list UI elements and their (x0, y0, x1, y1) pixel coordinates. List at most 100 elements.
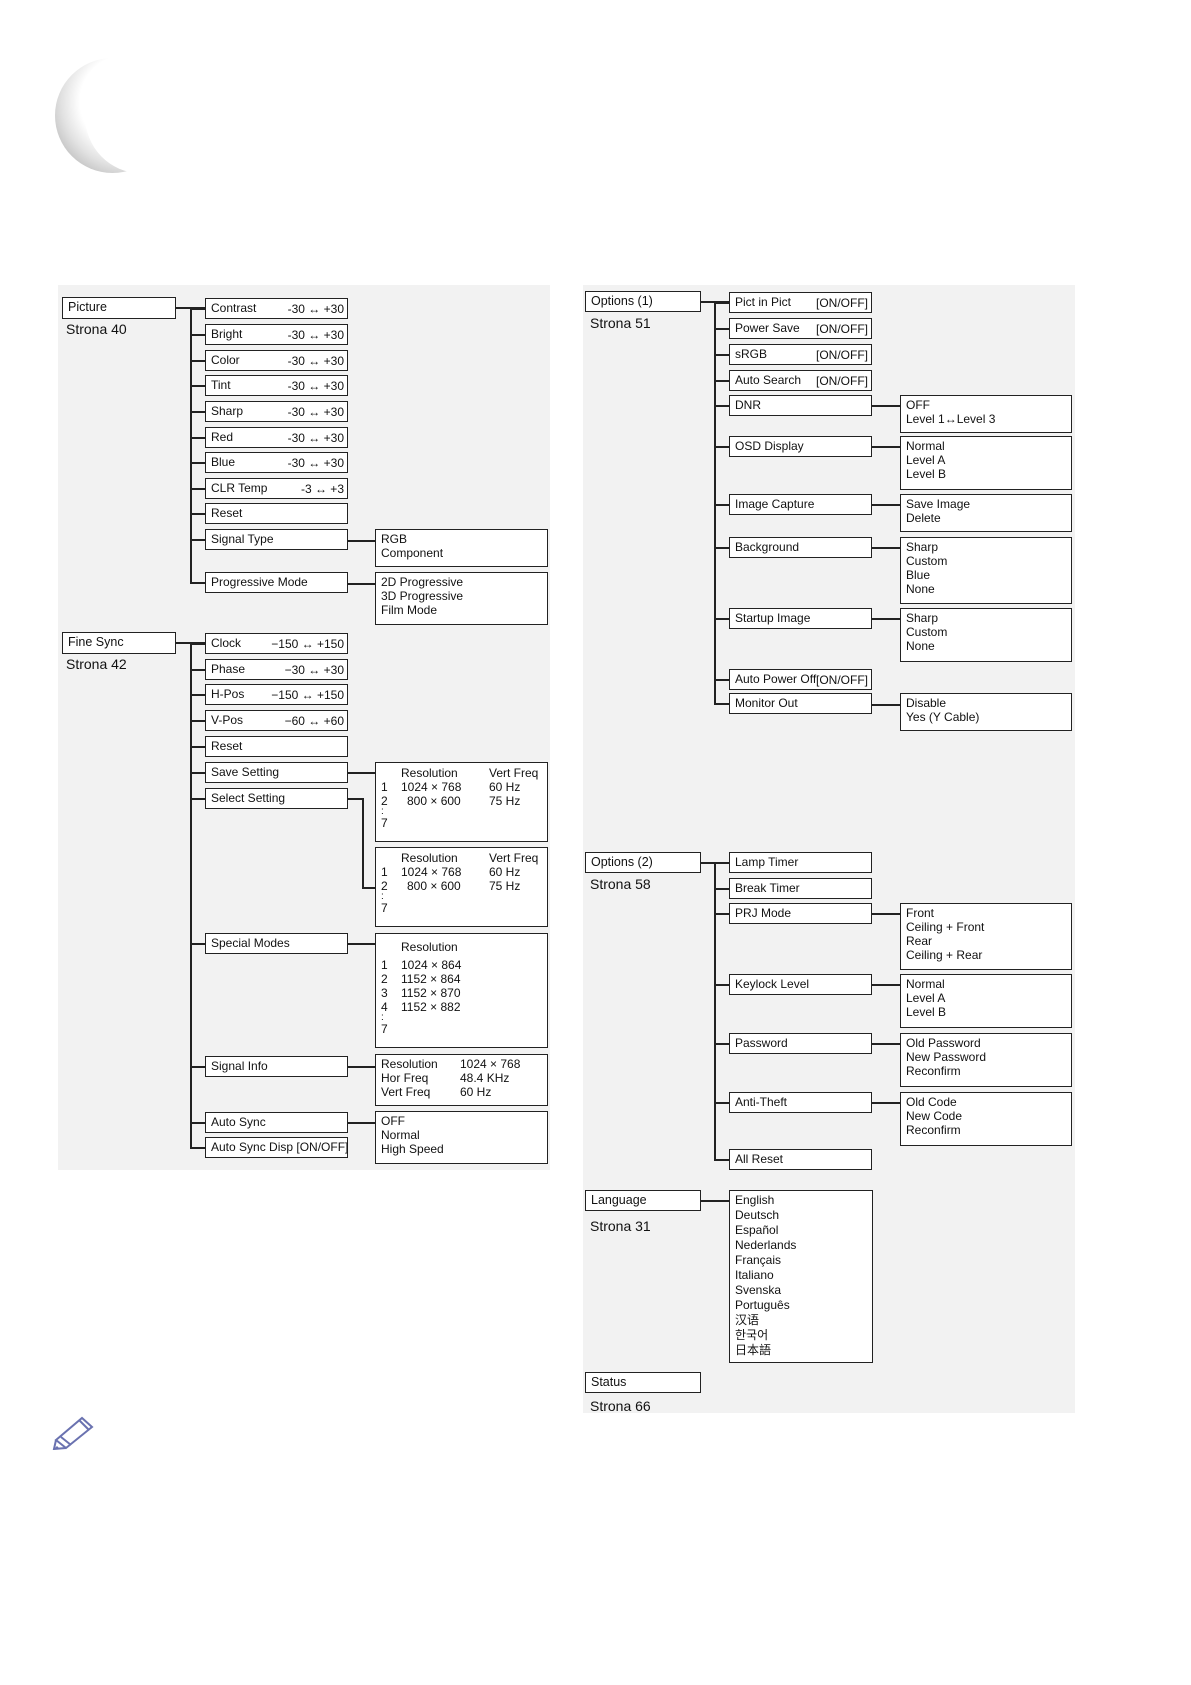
fine-sync-item-value: −30 ↔ +30 (284, 663, 344, 677)
picture-item-value: -30 ↔ +30 (287, 379, 344, 393)
connector-line (362, 798, 364, 887)
picture-item-1[interactable]: Bright-30 ↔ +30 (205, 324, 348, 345)
connector-line (714, 504, 729, 506)
fine-sync-item-6[interactable]: Select Setting (205, 788, 348, 809)
connector-line (701, 1200, 729, 1202)
picture-item-label: Red (211, 430, 234, 444)
connector-line (348, 798, 362, 800)
fine-sync-menu-header: Fine Sync (62, 632, 176, 654)
connector-line (872, 405, 900, 407)
options2-item-label: PRJ Mode (735, 906, 792, 920)
fine-sync-item-4[interactable]: Reset (205, 736, 348, 757)
options1-item-1[interactable]: Power Save[ON/OFF] (729, 318, 872, 339)
connector-line (190, 669, 205, 671)
options1-item-label: OSD Display (735, 439, 804, 453)
picture-item-3[interactable]: Tint -30 ↔ +30 (205, 375, 348, 396)
options1-item-6[interactable]: Image Capture (729, 494, 872, 515)
fine-sync-item-label: Save Setting (211, 765, 280, 779)
options1-item-label: Pict in Pict (735, 295, 792, 309)
connector-line (190, 385, 205, 387)
options1-item-2[interactable]: sRGB[ON/OFF] (729, 344, 872, 365)
options1-item-10[interactable]: Monitor Out (729, 693, 872, 714)
fine-sync-item-label: H-Pos (211, 687, 245, 701)
connector-line (190, 582, 205, 584)
options2-item-3[interactable]: Keylock Level (729, 974, 872, 995)
fine-sync-page-ref: Strona 42 (66, 656, 127, 672)
signal-type-options: RGB Component (375, 529, 548, 567)
fine-sync-item-2[interactable]: H-Pos−150 ↔ +150 (205, 684, 348, 705)
options1-item-3[interactable]: Auto Search[ON/OFF] (729, 370, 872, 391)
options2-item-6[interactable]: All Reset (729, 1149, 872, 1170)
connector-line (190, 1122, 205, 1124)
fine-sync-item-3[interactable]: V-Pos−60 ↔ +60 (205, 710, 348, 731)
connector-line (872, 547, 900, 549)
options2-item-label: Lamp Timer (735, 855, 799, 869)
picture-item-10[interactable]: Progressive Mode (205, 572, 348, 593)
fine-sync-item-10[interactable]: Auto Sync Disp [ON/OFF] (205, 1137, 348, 1158)
fine-sync-item-label: Select Setting (211, 791, 286, 805)
options2-item-label: Password (735, 1036, 788, 1050)
options1-item-label: Power Save (735, 321, 800, 335)
options2-item-5[interactable]: Anti-Theft (729, 1092, 872, 1113)
fine-sync-item-5[interactable]: Save Setting (205, 762, 348, 783)
options1-item-0[interactable]: Pict in Pict [ON/OFF] (729, 292, 872, 313)
fine-sync-item-label: Clock (211, 636, 242, 650)
picture-item-label: Signal Type (211, 532, 274, 546)
fine-sync-item-8[interactable]: Signal Info (205, 1056, 348, 1077)
picture-item-6[interactable]: Blue-30 ↔ +30 (205, 452, 348, 473)
picture-item-label: Tint (211, 378, 231, 392)
picture-item-9[interactable]: Signal Type (205, 529, 348, 550)
connector-line (190, 643, 205, 645)
options1-item-9[interactable]: Auto Power Off[ON/OFF] (729, 669, 872, 690)
picture-item-5[interactable]: Red-30 ↔ +30 (205, 427, 348, 448)
connector-line (714, 446, 729, 448)
picture-item-2[interactable]: Color-30 ↔ +30 (205, 350, 348, 371)
language-option: Português (735, 1298, 790, 1312)
connector-line (348, 540, 375, 542)
connector-line (714, 1159, 729, 1161)
picture-item-7[interactable]: CLR Temp-3 ↔ +3 (205, 478, 348, 499)
picture-item-label: Color (211, 353, 240, 367)
connector-line (714, 328, 729, 330)
connector-line (714, 679, 729, 681)
options1-item-4[interactable]: DNR (729, 395, 872, 416)
fine-sync-item-9[interactable]: Auto Sync (205, 1112, 348, 1133)
options2-item-2[interactable]: PRJ Mode (729, 903, 872, 924)
background-options: Sharp Custom Blue None (900, 537, 1072, 604)
picture-item-0[interactable]: Contrast-30 ↔ +30 (205, 298, 348, 319)
picture-item-label: Progressive Mode (211, 575, 308, 589)
options2-item-0[interactable]: Lamp Timer (729, 852, 872, 873)
connector-line (190, 334, 205, 336)
fine-sync-item-0[interactable]: Clock−150 ↔ +150 (205, 633, 348, 654)
connector-line (714, 547, 729, 549)
options1-item-7[interactable]: Background (729, 537, 872, 558)
picture-item-label: Contrast (211, 301, 257, 315)
fine-sync-item-7[interactable]: Special Modes (205, 933, 348, 954)
picture-item-value: -30 ↔ +30 (287, 328, 344, 342)
options1-item-8[interactable]: Startup Image (729, 608, 872, 629)
options2-item-1[interactable]: Break Timer (729, 878, 872, 899)
connector-line (872, 1102, 900, 1104)
options1-item-5[interactable]: OSD Display (729, 436, 872, 457)
connector-line (190, 513, 205, 515)
options1-item-value: [ON/OFF] (816, 673, 868, 687)
pencil-note-icon (52, 1410, 100, 1455)
connector-line (348, 583, 375, 585)
fine-sync-item-1[interactable]: Phase−30 ↔ +30 (205, 659, 348, 680)
picture-item-4[interactable]: Sharp-30 ↔ +30 (205, 401, 348, 422)
connector-line (714, 380, 729, 382)
picture-item-label: Reset (211, 506, 243, 520)
password-options: Old Password New Password Reconfirm (900, 1033, 1072, 1087)
connector-line (190, 1066, 205, 1068)
language-menu-header: Language (585, 1190, 701, 1211)
options2-item-4[interactable]: Password (729, 1033, 872, 1054)
language-option: 日本語 (735, 1343, 772, 1357)
picture-item-8[interactable]: Reset (205, 503, 348, 524)
options1-item-value: [ON/OFF] (816, 374, 868, 388)
options1-item-value: [ON/OFF] (816, 296, 868, 310)
options1-item-label: sRGB (735, 347, 768, 361)
fine-sync-item-label: Auto Sync (211, 1115, 266, 1129)
